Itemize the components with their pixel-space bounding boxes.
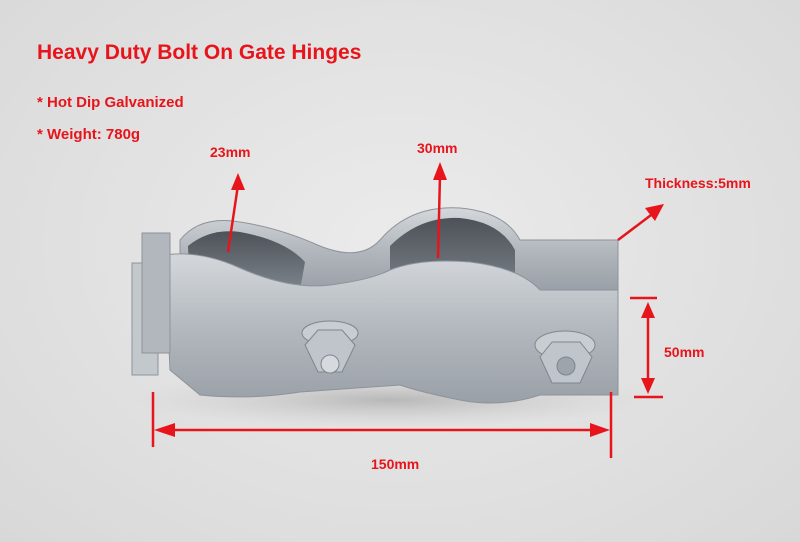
dimension-thickness: Thickness:5mm (645, 175, 751, 191)
right-bolt (534, 330, 596, 384)
hinge-knuckle (141, 232, 171, 354)
lower-strap (164, 253, 619, 404)
feature-galvanized: * Hot Dip Galvanized (37, 94, 184, 111)
left-bolt (301, 320, 359, 374)
feature-weight: * Weight: 780g (37, 126, 141, 143)
product-title: Heavy Duty Bolt On Gate Hinges (37, 41, 362, 64)
dimension-annotations (151, 162, 664, 458)
dimension-height: 50mm (664, 344, 705, 360)
dimension-length: 150mm (371, 456, 420, 472)
dimension-small-tube: 23mm (210, 144, 251, 160)
dimension-large-tube: 30mm (417, 140, 458, 156)
